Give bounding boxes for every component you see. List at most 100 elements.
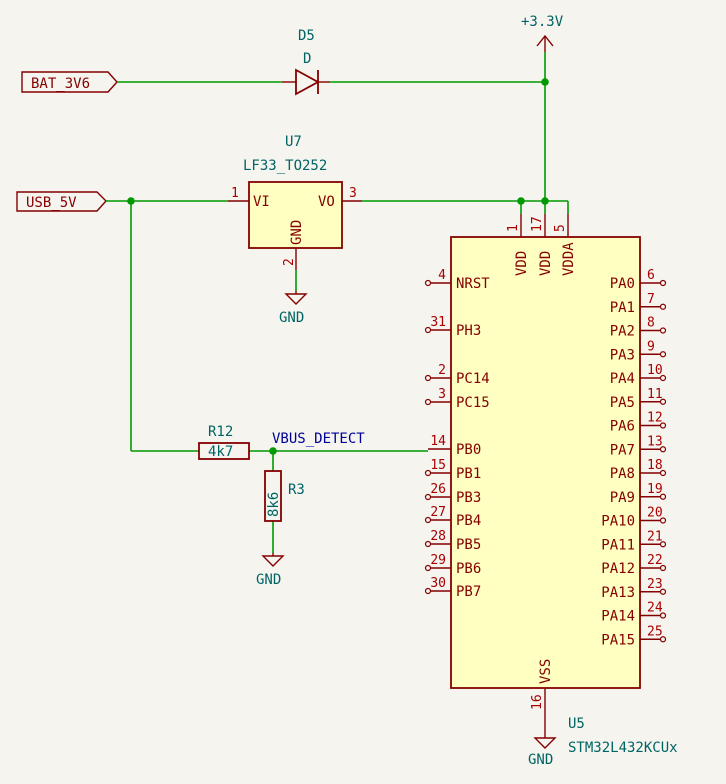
- u5-pin-name: PB5: [456, 537, 481, 553]
- global-label-usb-text: USB_5V: [26, 195, 77, 211]
- pin-end-marker: [659, 398, 667, 405]
- u5-pin-number: 9: [647, 339, 655, 354]
- r3-value: 8k6: [266, 492, 282, 517]
- junctions: [127, 78, 549, 455]
- u5-value: STM32L432KCUx: [568, 740, 678, 756]
- u5-pin-number: 6: [647, 268, 655, 283]
- u7-value: LF33_TO252: [243, 158, 327, 174]
- u5-pin-number: 14: [430, 434, 446, 449]
- pin-end-marker: [424, 493, 432, 501]
- pin-end-marker: [659, 422, 667, 429]
- u5-pin-number: 25: [647, 624, 663, 639]
- r12-value: 4k7: [208, 444, 233, 460]
- junction-dot: [541, 78, 549, 86]
- d5-ref: D5: [298, 28, 315, 44]
- u5-pin-number: 7: [647, 292, 655, 307]
- u5-pin-name: PB4: [456, 513, 481, 529]
- u5-pin-name: PA5: [610, 395, 635, 411]
- junction-dot: [127, 197, 135, 205]
- pin-end-marker: [659, 327, 667, 334]
- pin-end-marker: [659, 469, 667, 477]
- u5-pin-name: PA13: [601, 585, 635, 601]
- u7-pin-num-1: 1: [231, 186, 239, 201]
- pin-end-marker: [424, 540, 432, 548]
- u5-pin-name: PA8: [610, 466, 635, 482]
- junction-dot: [541, 197, 549, 205]
- u5-pin-number: 2: [438, 363, 446, 378]
- u5-pin-number: 19: [647, 482, 663, 497]
- resistor-r3[interactable]: R3 8k6: [264, 470, 305, 522]
- u5-pin-name: PA1: [610, 300, 635, 316]
- net-label-vbus-detect[interactable]: VBUS_DETECT: [272, 431, 365, 447]
- gnd-u7-label: GND: [279, 310, 304, 326]
- u5-pin-number: 10: [647, 363, 663, 378]
- u5-pin-name: VDD: [538, 251, 554, 276]
- gnd-symbol-r3[interactable]: GND: [256, 553, 285, 588]
- u5-pin-name: PB1: [456, 466, 481, 482]
- u5-pin-name: PA2: [610, 324, 635, 340]
- u5-pin-name: PA14: [601, 609, 635, 625]
- resistor-r12[interactable]: R12 4k7: [198, 424, 250, 460]
- pin-end-marker: [659, 374, 667, 382]
- u7-pin-gnd: GND: [289, 220, 305, 245]
- u7-ref: U7: [285, 134, 302, 150]
- u5-pins: NRST4PH331PC142PC153PB014PB115PB326PB427…: [424, 214, 667, 732]
- pin-end-marker: [424, 516, 432, 524]
- u5-pin-name: PA9: [610, 490, 635, 506]
- u7-pin-num-3: 3: [349, 186, 357, 201]
- power-3v3-label: +3.3V: [521, 14, 564, 30]
- pin-end-marker: [659, 588, 667, 595]
- pin-end-marker: [659, 517, 667, 524]
- u5-pin-number: 16: [530, 694, 545, 710]
- u5-pin-name: PA12: [601, 561, 635, 577]
- u5-pin-name: VDDA: [561, 242, 577, 276]
- gnd-symbol-u7[interactable]: GND: [279, 291, 308, 326]
- global-label-bat-text: BAT_3V6: [31, 76, 90, 92]
- mcu-u5[interactable]: U5 STM32L432KCUx NRST4PH331PC142PC153PB0…: [424, 214, 678, 756]
- u7-pin-num-2: 2: [282, 258, 297, 266]
- u5-pin-number: 27: [430, 505, 446, 520]
- u5-pin-name: NRST: [456, 276, 490, 292]
- u5-pin-number: 15: [430, 458, 446, 473]
- u5-pin-number: 4: [438, 268, 446, 283]
- global-label-bat[interactable]: BAT_3V6: [21, 71, 118, 93]
- u5-pin-number: 30: [430, 576, 446, 591]
- u5-pin-name: PB0: [456, 442, 481, 458]
- pin-end-marker: [659, 279, 667, 287]
- gnd-u5-label: GND: [528, 752, 553, 768]
- gnd-symbol-u5[interactable]: GND: [528, 732, 557, 768]
- pin-end-marker: [659, 541, 667, 548]
- u5-pin-name: PA4: [610, 371, 635, 387]
- d5-value: D: [303, 51, 311, 67]
- u5-pin-name: PA15: [601, 632, 635, 648]
- u5-pin-number: 17: [530, 216, 545, 232]
- u5-pin-number: 12: [647, 411, 663, 426]
- u5-pin-number: 28: [430, 529, 446, 544]
- u5-pin-name: PB6: [456, 561, 481, 577]
- pin-end-marker: [659, 446, 667, 453]
- u5-pin-number: 24: [647, 601, 663, 616]
- u5-pin-number: 20: [647, 506, 663, 521]
- u5-pin-number: 26: [430, 482, 446, 497]
- u5-pin-name: PC14: [456, 371, 490, 387]
- u5-pin-name: PA6: [610, 419, 635, 435]
- u7-pin-vi: VI: [253, 194, 270, 210]
- u5-pin-name: VDD: [514, 251, 530, 276]
- u5-pin-number: 29: [430, 553, 446, 568]
- pin-end-marker: [424, 279, 432, 287]
- diode-d5[interactable]: D5 D: [282, 28, 330, 96]
- pin-end-marker: [659, 612, 667, 619]
- pin-end-marker: [659, 636, 667, 643]
- u5-pin-number: 1: [506, 224, 521, 232]
- global-label-usb[interactable]: USB_5V: [16, 191, 107, 212]
- regulator-u7[interactable]: U7 LF33_TO252 VI VO GND 1 3 2: [228, 134, 362, 270]
- u5-pin-number: 23: [647, 577, 663, 592]
- u5-pin-number: 3: [438, 387, 446, 402]
- u5-pin-number: 13: [647, 434, 663, 449]
- u5-pin-number: 22: [647, 553, 663, 568]
- u5-pin-name: PB7: [456, 584, 481, 600]
- power-symbol-3v3[interactable]: +3.3V: [521, 14, 564, 52]
- u5-pin-name: VSS: [538, 659, 554, 684]
- u5-pin-name: PA0: [610, 276, 635, 292]
